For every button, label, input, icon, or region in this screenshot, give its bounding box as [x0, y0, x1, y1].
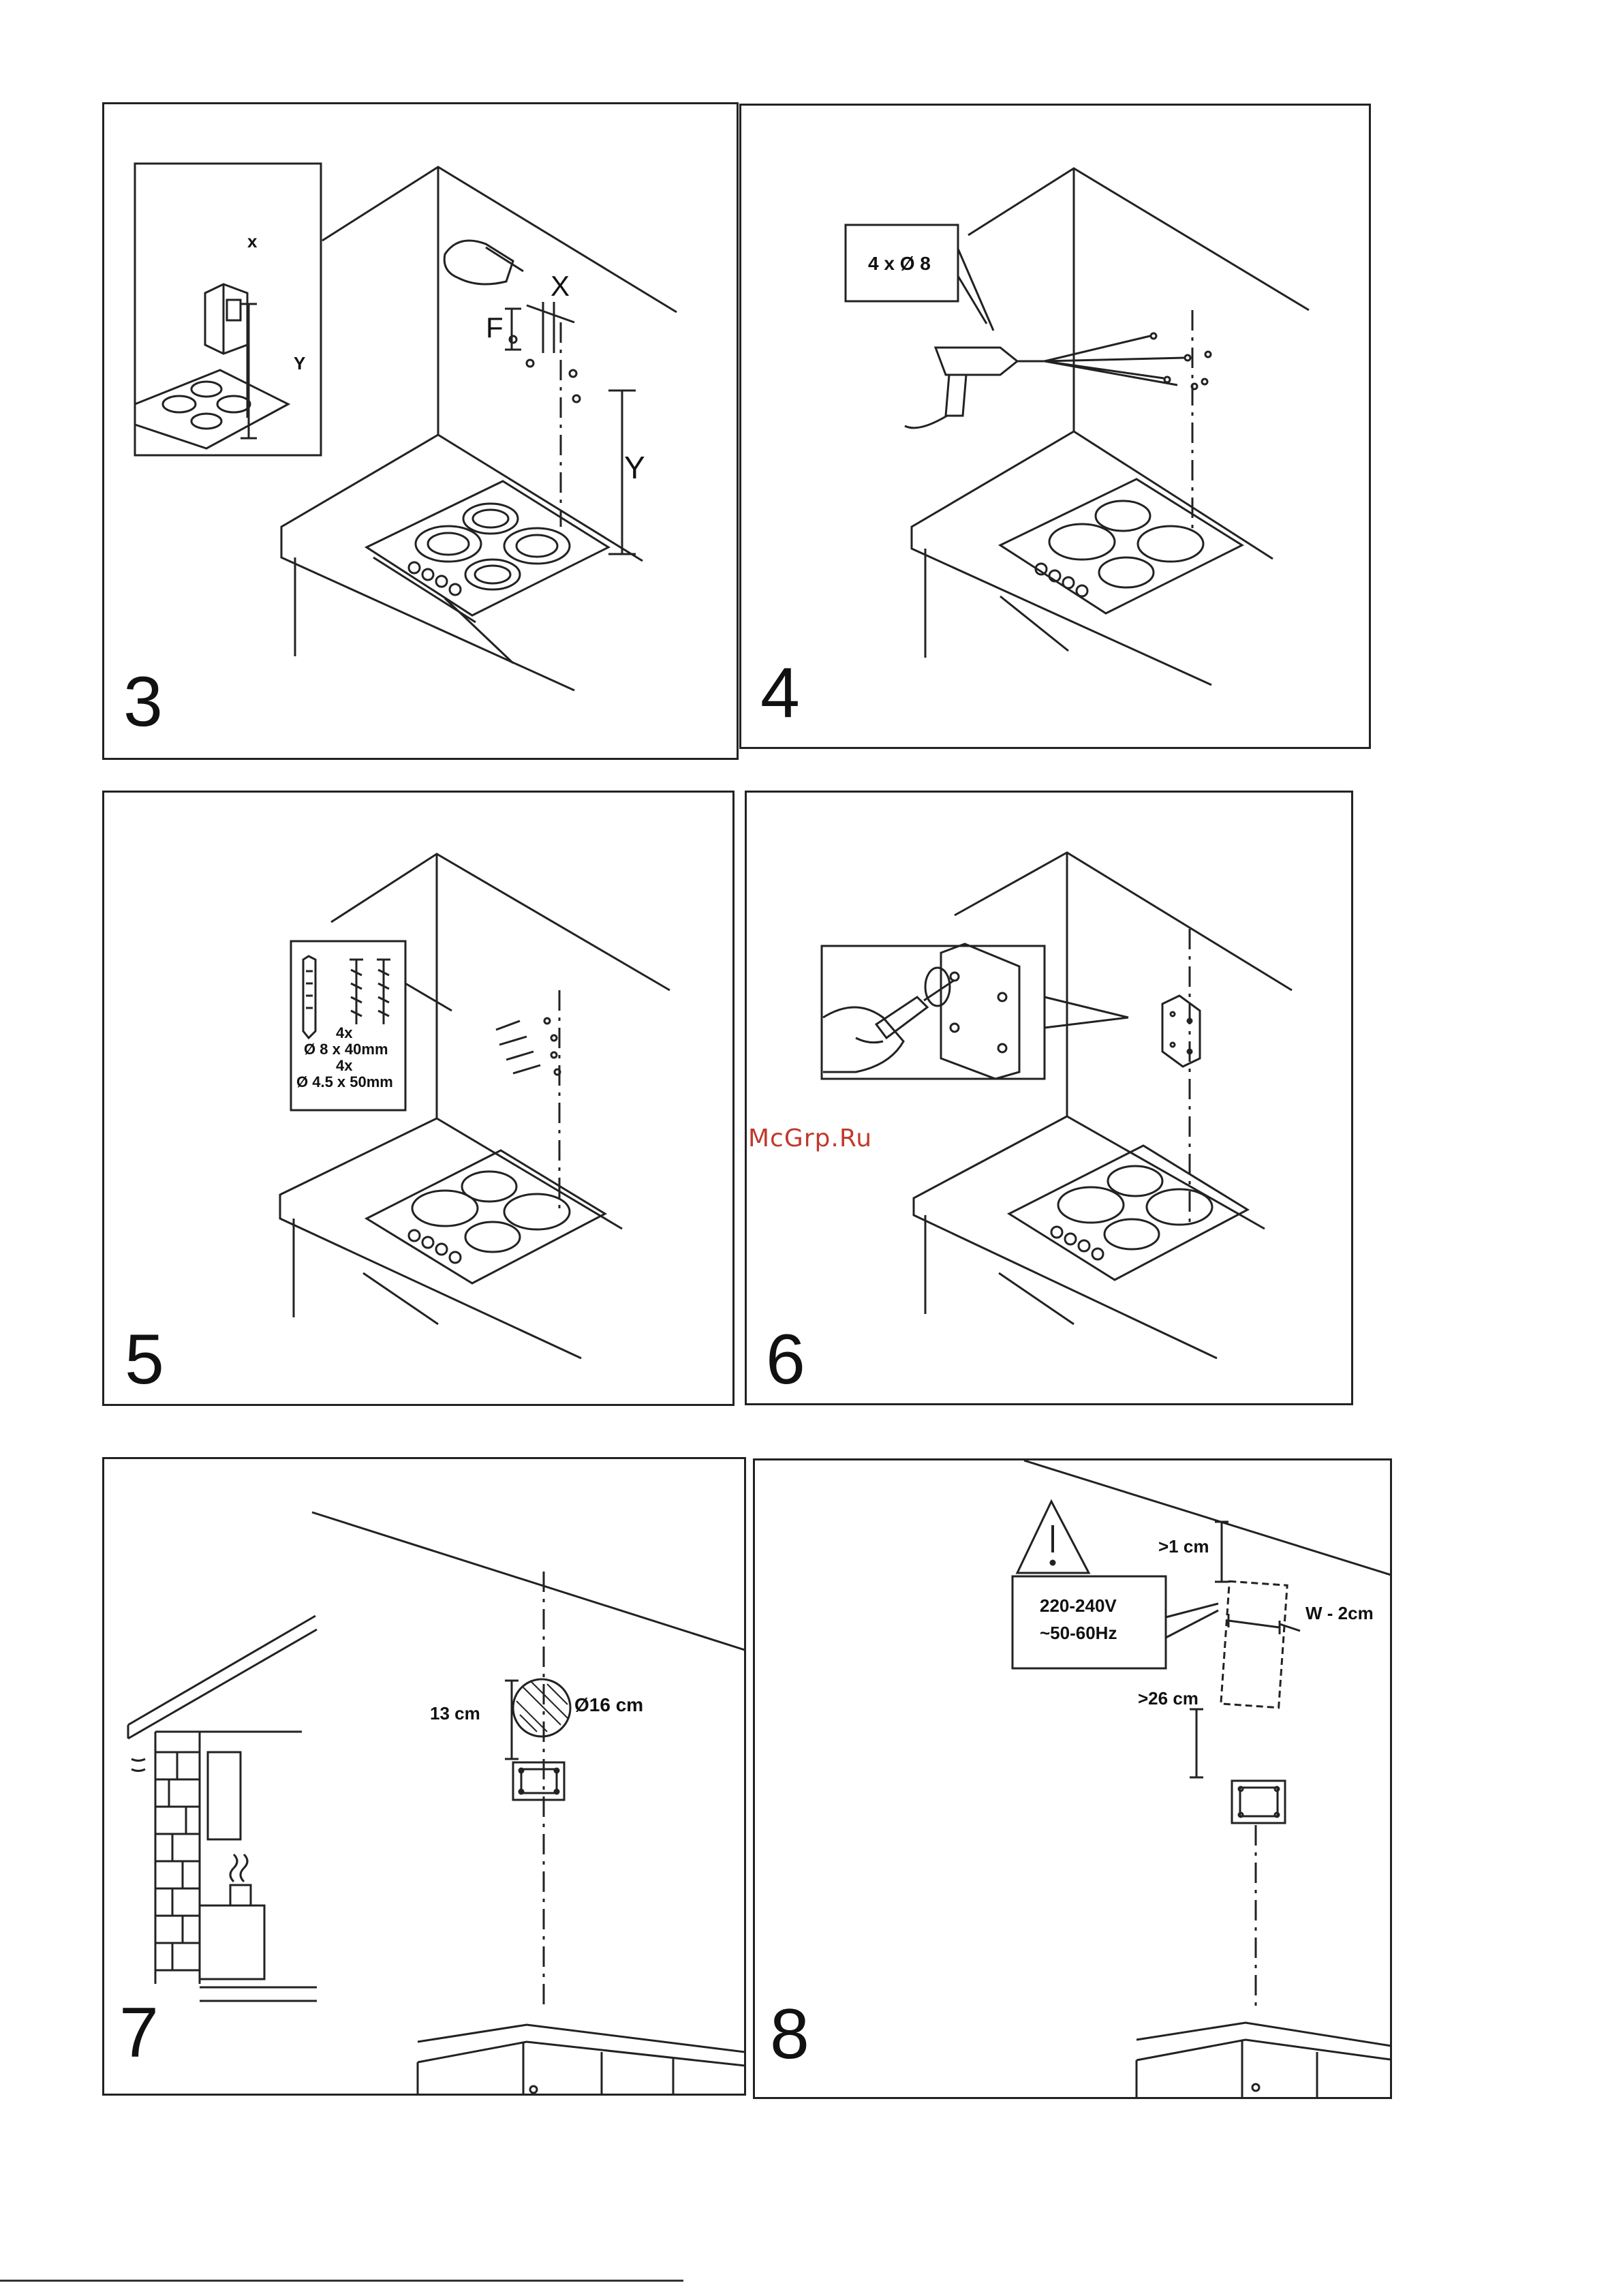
panel-step-6: 6	[745, 791, 1353, 1405]
duct-opening-icon	[513, 1679, 570, 1736]
label-drill-spec: 4 x Ø 8	[868, 254, 931, 273]
label-diameter: Ø16 cm	[574, 1696, 643, 1715]
hob-icon	[1009, 1146, 1248, 1280]
step-4-illustration	[741, 106, 1371, 749]
bracket-closeup-icon	[941, 944, 1019, 1079]
label-qty1: 4x	[336, 1026, 352, 1041]
label-spec2: Ø 4.5 x 50mm	[296, 1075, 393, 1090]
panel-step-4: 4 x Ø 8 4	[739, 104, 1371, 749]
step-number: 6	[766, 1324, 805, 1395]
label-y-small: Y	[294, 354, 305, 372]
warning-triangle-icon	[1017, 1501, 1089, 1573]
step-number: 8	[770, 1999, 809, 2070]
panel-step-3: x Y X F Y 3	[102, 102, 739, 760]
label-voltage: 220-240V	[1040, 1597, 1117, 1614]
step-6-illustration	[747, 793, 1353, 1405]
label-y-big: Y	[624, 452, 645, 483]
step-number: 5	[125, 1324, 164, 1395]
label-13cm: 13 cm	[430, 1704, 480, 1722]
label-x-small: x	[247, 232, 257, 250]
panel-step-7: 13 cm Ø16 cm 7	[102, 1457, 746, 2096]
step-5-illustration	[104, 793, 735, 1406]
hob-icon	[367, 481, 608, 622]
hand-icon	[823, 1007, 903, 1072]
inset-hob-icon	[135, 370, 288, 448]
bracket-icon	[513, 1762, 564, 1800]
label-frequency: ~50-60Hz	[1040, 1624, 1117, 1642]
screwdriver-icon	[876, 968, 955, 1038]
label-spec1: Ø 8 x 40mm	[304, 1042, 388, 1057]
screw-icon	[350, 960, 390, 1024]
house-icon	[128, 1616, 317, 2001]
step-number: 4	[760, 658, 800, 729]
step-number: 7	[119, 1997, 159, 2068]
bracket-icon	[1232, 1781, 1285, 1823]
wall-plug-icon	[303, 956, 315, 1038]
step-7-illustration	[104, 1459, 746, 2096]
label-bottom-clearance: >26 cm	[1138, 1689, 1199, 1707]
hand-icon	[444, 241, 523, 284]
watermark: McGrp.Ru	[748, 1124, 872, 1152]
step-3-illustration	[104, 104, 739, 760]
label-x-big: X	[551, 272, 570, 301]
label-top-clearance: >1 cm	[1158, 1537, 1209, 1555]
panel-step-5: 4x Ø 8 x 40mm 4x Ø 4.5 x 50mm 5	[102, 791, 735, 1406]
step-number: 3	[123, 667, 163, 737]
label-width: W - 2cm	[1305, 1604, 1374, 1622]
label-qty2: 4x	[336, 1058, 352, 1073]
label-f-big: F	[486, 313, 504, 342]
step-8-illustration	[755, 1460, 1392, 2099]
drill-icon	[905, 333, 1211, 428]
panel-step-8: >1 cm W - 2cm >26 cm 220-240V ~50-60Hz 8	[753, 1458, 1392, 2099]
hob-icon	[1000, 479, 1242, 613]
bracket-icon	[1162, 996, 1200, 1067]
footer-rule	[0, 2280, 683, 2282]
heat-waves-icon	[132, 1759, 247, 1882]
hob-icon	[367, 1150, 605, 1283]
